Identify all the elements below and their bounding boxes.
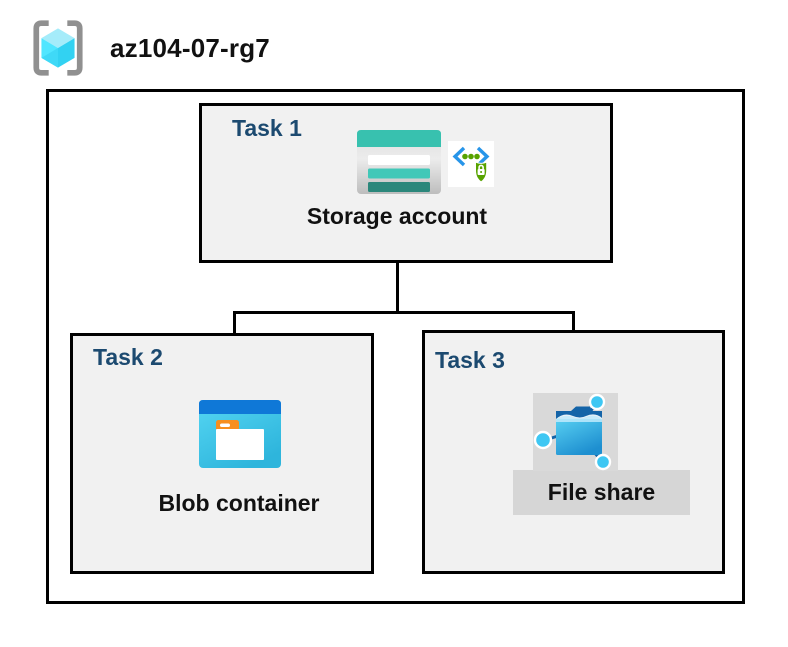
task2-label: Task 2 [93,344,163,370]
storage-account-icon [357,130,441,194]
connector-horizontal [233,311,575,314]
resource-group-header: az104-07-rg7 [28,18,270,78]
file-share-label: File share [547,479,656,505]
task1-label: Task 1 [232,115,302,141]
resource-group-name: az104-07-rg7 [110,32,270,63]
storage-account-label: Storage account [306,203,488,229]
connector-storage-stem [396,234,399,314]
file-share-label-band: File share [513,470,690,515]
azure-resource-group-icon [33,20,83,76]
task2-box: Task 2 Blob container [70,333,374,574]
file-share-icon [533,393,618,471]
task1-box: Task 1 [199,103,613,263]
blob-container-label: Blob container [158,490,320,516]
task3-label: Task 3 [435,347,505,373]
task3-box: Task 3 File share [422,330,725,574]
secure-access-icon [448,141,494,187]
blob-container-icon [199,400,281,468]
